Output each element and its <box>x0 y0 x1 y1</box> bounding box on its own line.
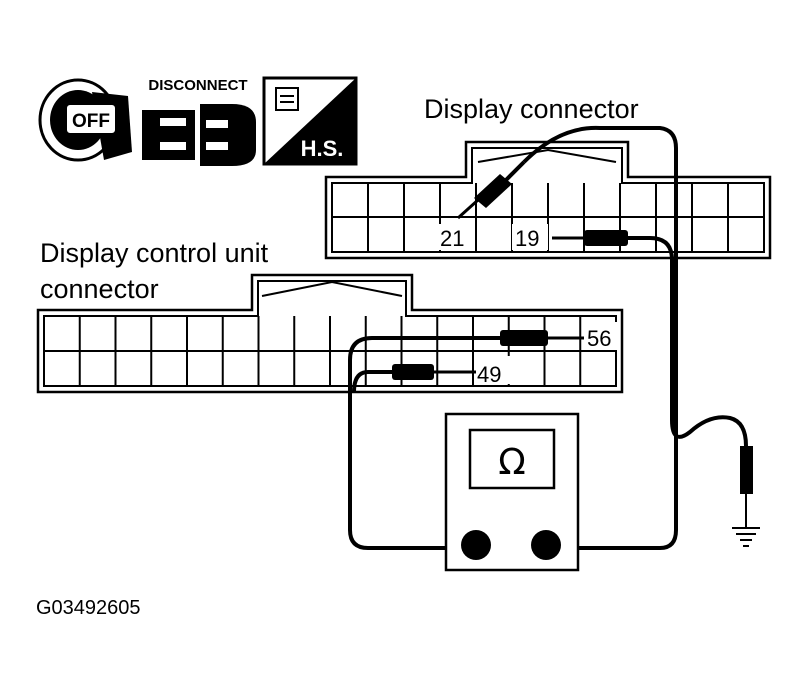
control-unit-label-line1: Display control unit <box>40 238 269 268</box>
ohm-symbol-icon: Ω <box>498 442 526 483</box>
disconnect-label: DISCONNECT <box>148 77 247 94</box>
probe-pin-19 <box>552 230 753 520</box>
pin-56-label: 56 <box>587 326 611 351</box>
probe-pin-56 <box>348 330 584 550</box>
ground-icon <box>732 520 760 547</box>
pin-19-label: 19 <box>515 226 539 251</box>
meter-terminal-right <box>531 530 561 560</box>
meter-terminal-left <box>461 530 491 560</box>
meter-display <box>468 428 556 490</box>
disconnect-connector-icon: DISCONNECT <box>142 77 256 166</box>
control-unit-label-line2: connector <box>40 274 159 304</box>
hs-label: H.S. <box>301 136 344 161</box>
probe-pin-21 <box>456 125 678 550</box>
ignition-off-label: OFF <box>72 111 110 132</box>
pin-21-bg <box>436 224 470 250</box>
pin-21-label: 21 <box>440 226 464 251</box>
ohmmeter: Ω <box>444 412 580 572</box>
pin-49-label: 49 <box>477 362 501 387</box>
ignition-key-off-icon: OFF <box>38 78 132 162</box>
pin-19-bg <box>512 224 548 250</box>
pin-49-bg <box>474 356 510 384</box>
figure-id: G03492605 <box>36 597 141 619</box>
pin-56-bg <box>584 322 618 350</box>
harness-service-icon: H.S. <box>262 76 358 166</box>
display-connector-label: Display connector <box>424 94 639 124</box>
probe-pin-49 <box>352 364 476 393</box>
